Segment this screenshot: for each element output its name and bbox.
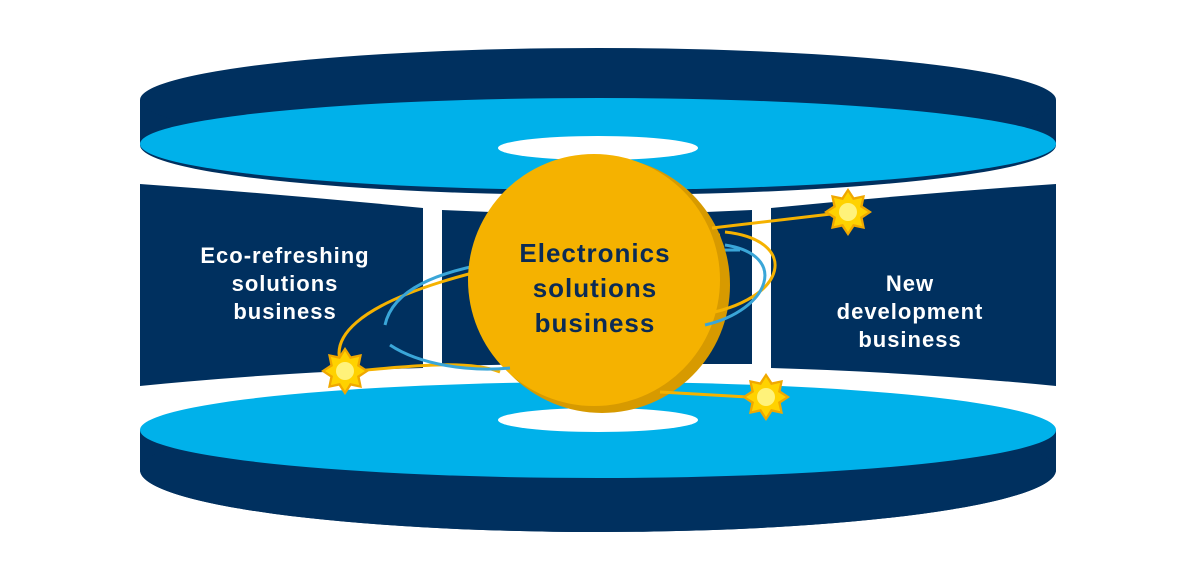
- label-eco-refreshing-solutions-business: Eco-refreshing solutions business: [165, 242, 405, 326]
- orbits-front: [344, 210, 849, 400]
- bottom-disc: [140, 382, 1056, 532]
- panel-left: [140, 184, 423, 386]
- orbit-line-gold-right: [711, 210, 849, 230]
- star-core: [757, 388, 775, 406]
- top-disc: [140, 48, 1056, 195]
- label-electronics-solutions-business: Electronics solutions business: [470, 236, 720, 341]
- star-core: [336, 362, 354, 380]
- star-icon: [321, 347, 369, 395]
- orbit-line-blue-left: [389, 343, 511, 371]
- top-disc-hole: [498, 136, 698, 160]
- label-left-line-3: business: [233, 299, 337, 324]
- label-center-line-1: Electronics: [519, 238, 671, 268]
- label-center-line-3: business: [534, 308, 656, 338]
- label-left-line-1: Eco-refreshing: [200, 243, 370, 268]
- orbit-line-gold-loop: [699, 230, 777, 317]
- label-center-line-2: solutions: [532, 273, 658, 303]
- label-right-line-1: New: [885, 271, 935, 296]
- sphere-body: [468, 154, 720, 406]
- label-left-line-2: solutions: [231, 271, 339, 296]
- star-core: [839, 203, 857, 221]
- bottom-disc-hole: [498, 408, 698, 432]
- star-icon: [824, 188, 872, 236]
- label-right-line-3: business: [858, 327, 962, 352]
- orbit-line-blue-loop: [704, 243, 767, 327]
- label-right-line-2: development: [836, 299, 984, 324]
- star-icon: [742, 373, 790, 421]
- central-sphere: [468, 154, 730, 413]
- panel-right: [771, 184, 1056, 386]
- label-new-development-business: New development business: [790, 270, 1030, 354]
